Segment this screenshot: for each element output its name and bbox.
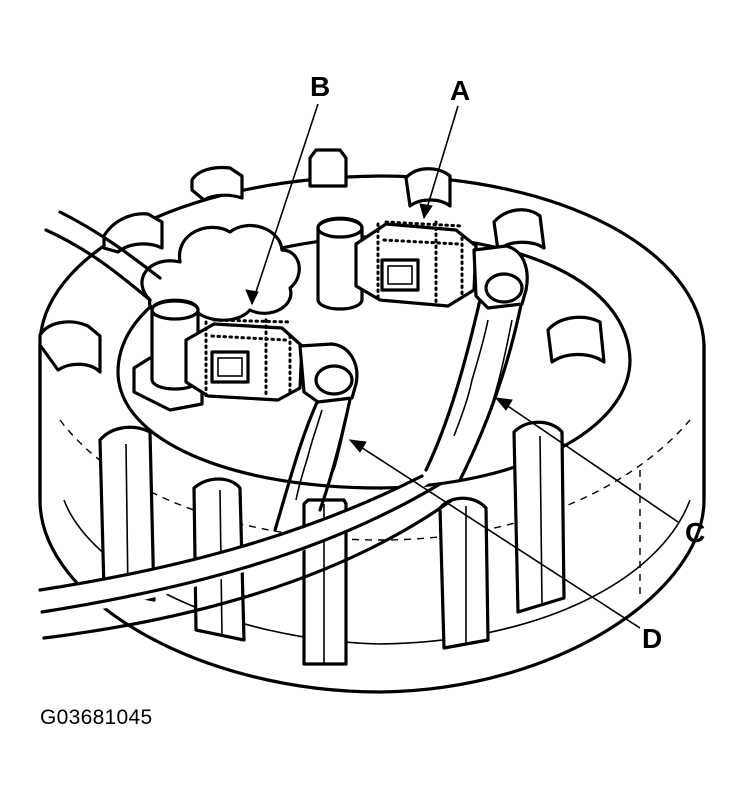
callout-label-a: A	[450, 75, 470, 106]
callout-label-c: C	[685, 517, 705, 548]
connector-b	[184, 318, 359, 404]
leader-lines	[245, 103, 679, 629]
hoses	[38, 210, 524, 640]
figure-id: G03681045	[40, 706, 153, 729]
callout-label-d: D	[642, 623, 662, 654]
connector-a	[354, 220, 529, 310]
callout-label-b: B	[310, 71, 330, 102]
